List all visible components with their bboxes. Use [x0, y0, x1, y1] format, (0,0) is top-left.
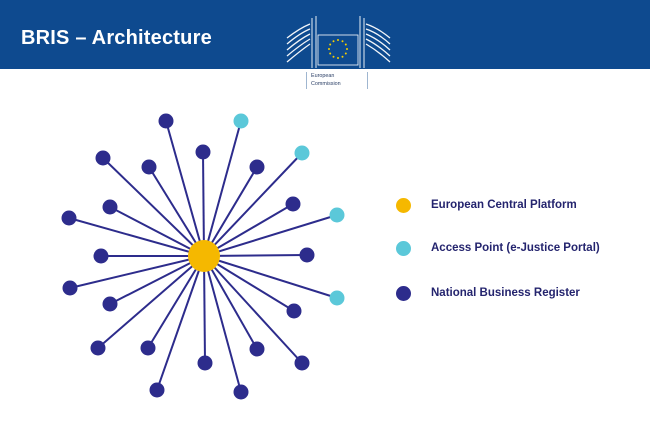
spoke-line [109, 206, 205, 257]
access-point-node [233, 113, 249, 129]
legend-label-access-point: Access Point (e-Justice Portal) [431, 242, 600, 254]
legend-item-central-platform: European Central Platform [396, 195, 577, 215]
spoke-line [148, 166, 205, 257]
spoke-line [203, 203, 294, 257]
legend-item-business-register: National Business Register [396, 283, 580, 303]
european-commission-logo [286, 16, 391, 68]
national-register-node [197, 355, 213, 371]
spoke-line [68, 217, 205, 257]
central-platform-hub [188, 240, 220, 272]
national-register-node [285, 196, 301, 212]
national-register-node [195, 144, 211, 160]
spoke-line [203, 166, 258, 257]
access-point-node [329, 290, 345, 306]
register-nodes [61, 113, 345, 400]
national-register-node [62, 280, 78, 296]
spoke-line [203, 255, 258, 350]
spoke-line [69, 255, 205, 289]
national-register-node [102, 296, 118, 312]
spoke-lines [68, 120, 338, 393]
spoke-line [203, 120, 242, 257]
legend-item-access-point: Access Point (e-Justice Portal) [396, 238, 600, 258]
national-register-node [286, 303, 302, 319]
national-register-node [249, 159, 265, 175]
logo-line-2: Commission [311, 80, 341, 87]
national-register-node [149, 382, 165, 398]
national-register-node [233, 384, 249, 400]
national-register-node [90, 340, 106, 356]
spoke-line [165, 120, 205, 257]
spoke-line [203, 254, 308, 257]
access-point-node [329, 207, 345, 223]
spoke-line [202, 151, 205, 257]
spoke-line [203, 214, 338, 257]
legend-label-business-register: National Business Register [431, 287, 580, 299]
spoke-line [203, 255, 338, 299]
spoke-line [203, 152, 303, 257]
spoke-line [102, 157, 205, 257]
national-register-node [294, 355, 310, 371]
page-title: BRIS – Architecture [21, 27, 212, 49]
logo-caption: European Commission [306, 72, 368, 89]
national-register-node [158, 113, 174, 129]
spoke-line [109, 255, 205, 305]
national-register-node [299, 247, 315, 263]
spoke-line [97, 255, 205, 349]
legend-dot-central-platform [396, 197, 411, 213]
legend-label-central-platform: European Central Platform [431, 199, 577, 211]
legend-dot-access-point [396, 240, 411, 256]
spoke-line [147, 255, 205, 349]
national-register-node [95, 150, 111, 166]
spoke-line [156, 255, 205, 391]
national-register-node [249, 341, 265, 357]
national-register-node [102, 199, 118, 215]
logo-line-1: European [311, 73, 335, 79]
spoke-line [203, 255, 295, 312]
national-register-node [93, 248, 109, 264]
access-point-node [294, 145, 310, 161]
spoke-line [203, 255, 206, 364]
national-register-node [141, 159, 157, 175]
national-register-node [140, 340, 156, 356]
national-register-node [61, 210, 77, 226]
spoke-line [203, 255, 303, 364]
spoke-line [203, 255, 242, 393]
eu-flag-stars [328, 39, 348, 59]
legend-dot-business-register [396, 285, 411, 301]
